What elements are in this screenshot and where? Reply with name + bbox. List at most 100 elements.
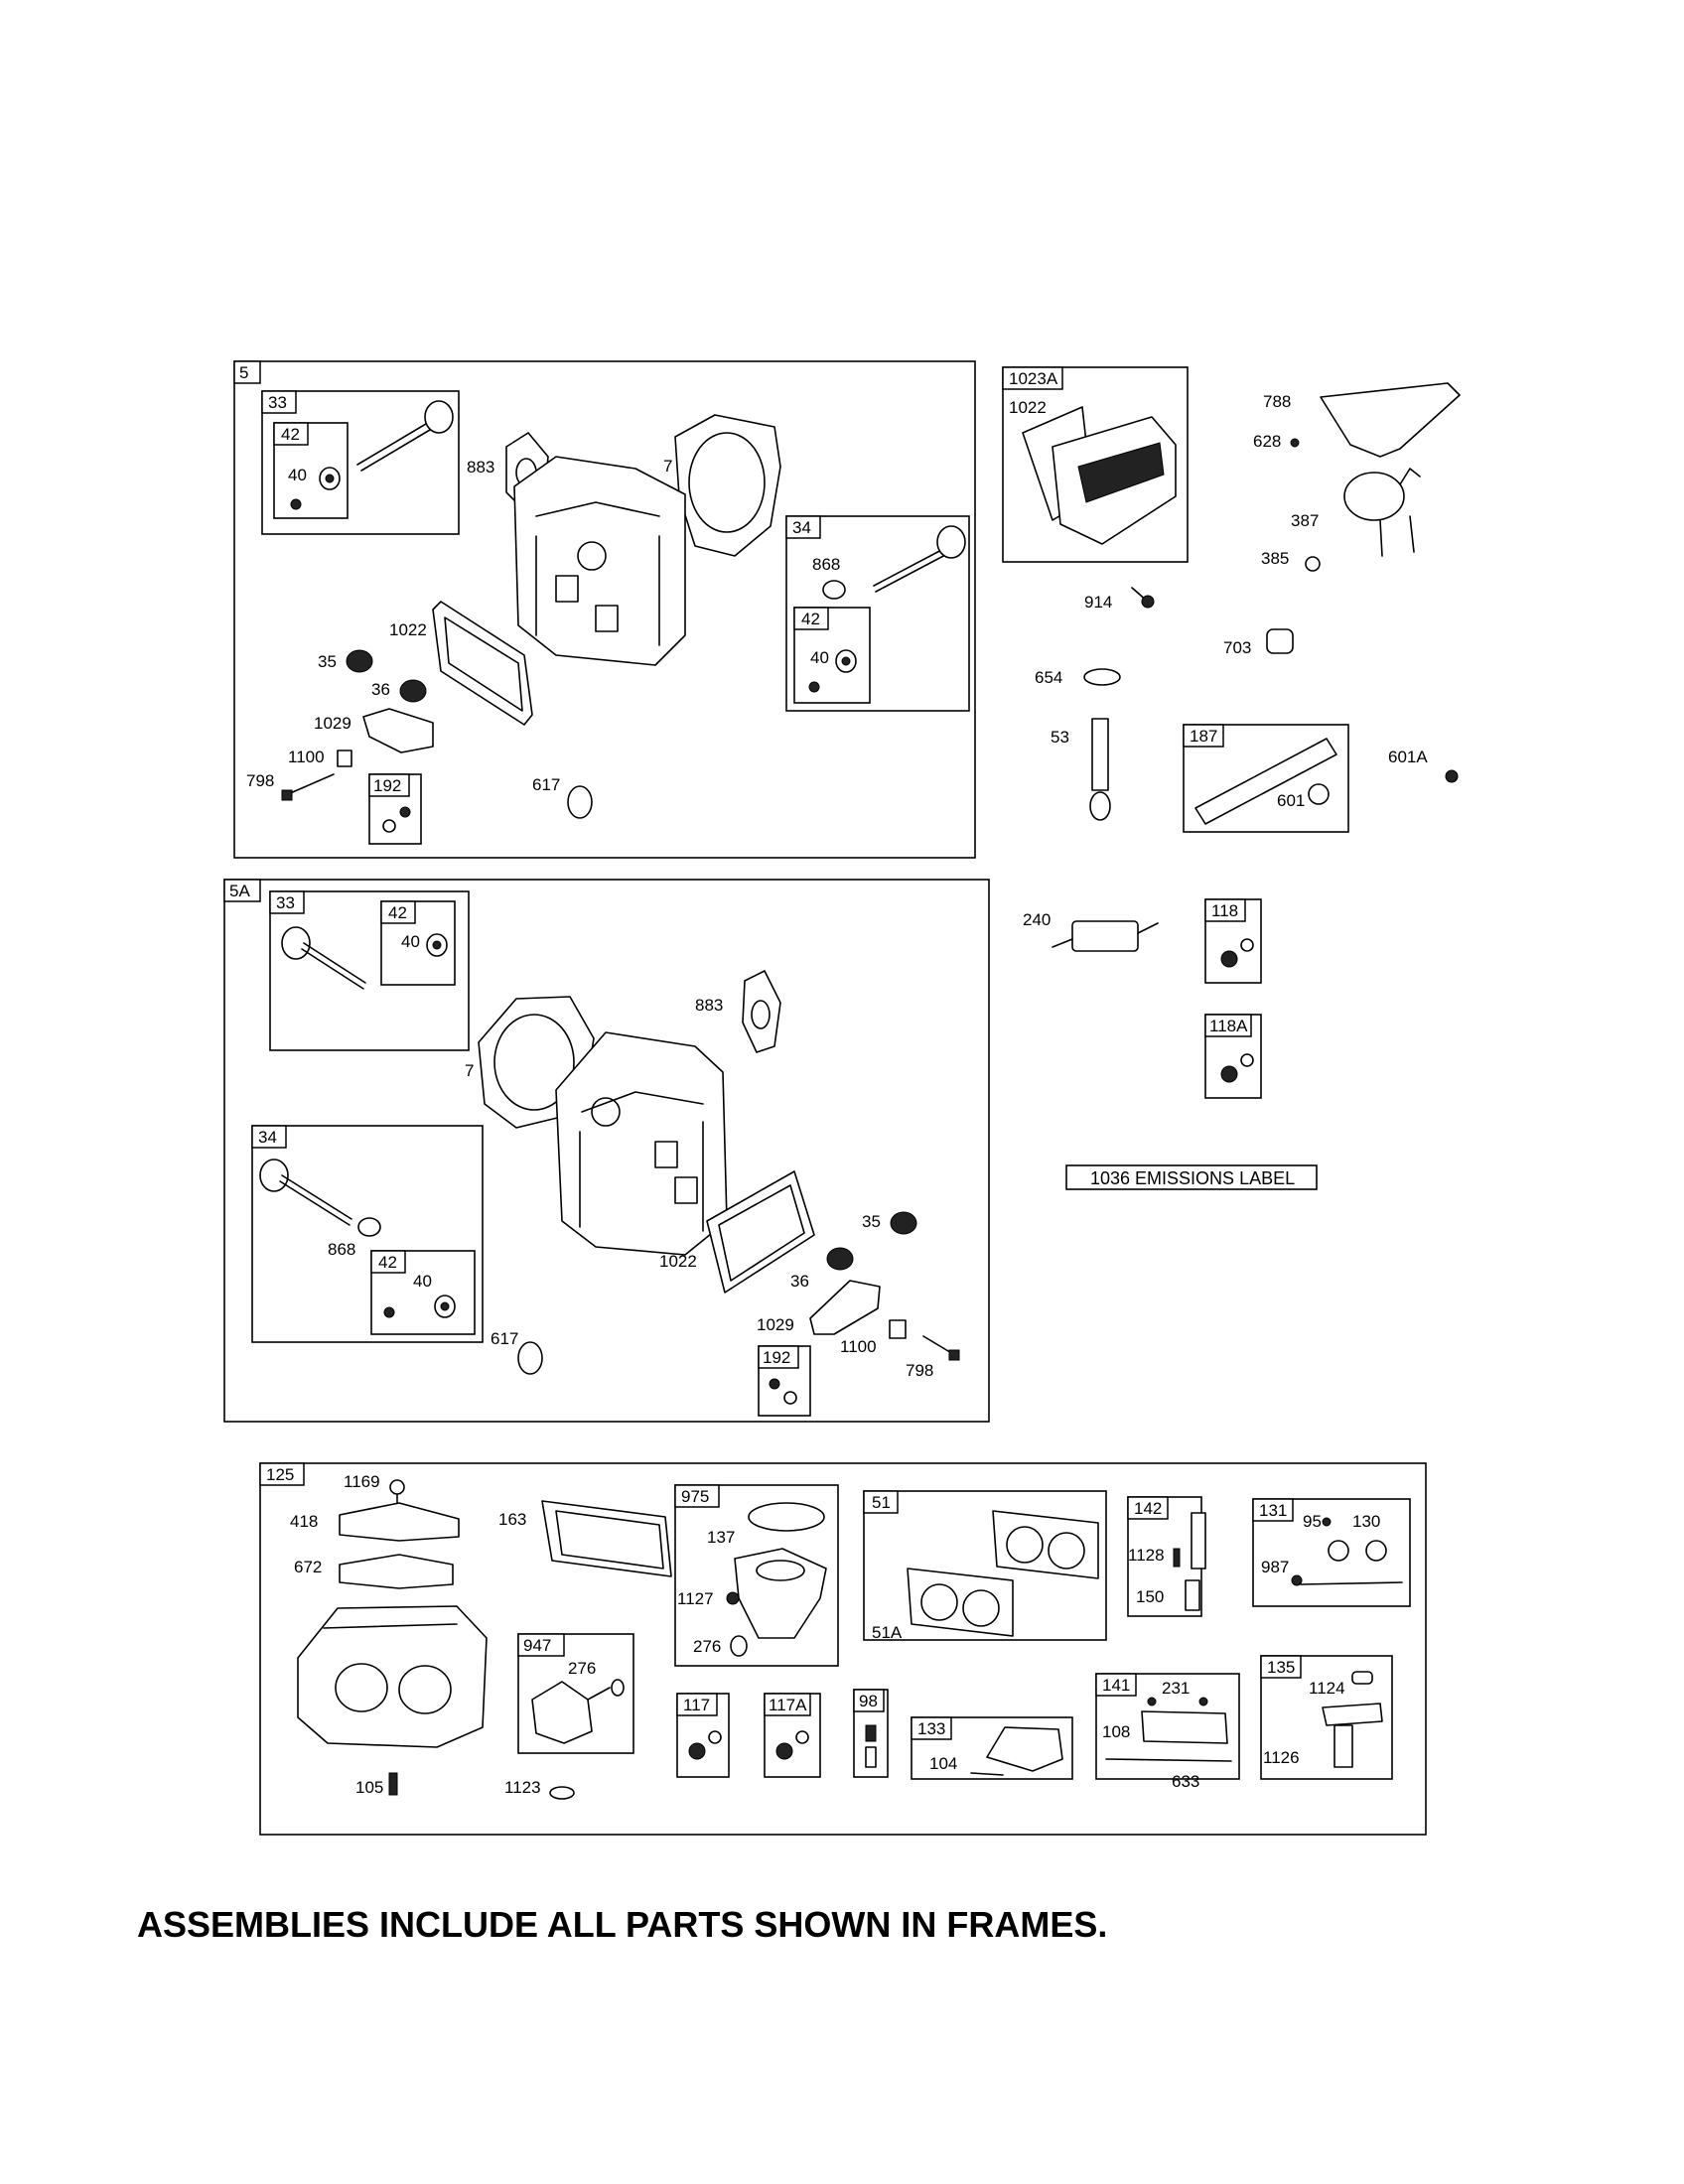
gasket-1022-a: [432, 601, 533, 726]
emissions-label: 1036 EMISSIONS LABEL: [1090, 1168, 1295, 1188]
frame-42-a: [273, 422, 349, 519]
frame-125-tag: 125: [266, 1465, 294, 1484]
label-1100-b: 1100: [840, 1337, 877, 1356]
frame-34-b: [251, 1125, 484, 1343]
frame-33-a-tag: 33: [268, 393, 287, 412]
frame-118A-tag: 118A: [1209, 1017, 1248, 1035]
gasket-883-b: [742, 970, 781, 1053]
frame-192-a-tag: 192: [373, 776, 401, 795]
label-35-a: 35: [318, 652, 337, 671]
label-36-b: 36: [790, 1272, 809, 1291]
frame-34-a: [785, 515, 970, 712]
label-105: 105: [355, 1778, 383, 1797]
frame-192-b-tag: 192: [763, 1348, 790, 1367]
label-276-b: 276: [568, 1659, 596, 1678]
label-163: 163: [498, 1510, 526, 1529]
frame-117A-tag: 117A: [769, 1696, 807, 1714]
gasket-418: [339, 1502, 460, 1542]
gasket-672: [339, 1554, 454, 1589]
label-868-a: 868: [812, 555, 840, 574]
frame-51-tag: 51: [872, 1493, 891, 1512]
frame-42-d: [370, 1250, 476, 1335]
label-914: 914: [1084, 593, 1112, 612]
frame-141-tag: 141: [1102, 1676, 1130, 1695]
part-142: [1191, 1512, 1206, 1570]
label-1022-c: 1022: [659, 1252, 697, 1271]
label-130: 130: [1352, 1512, 1380, 1531]
label-1029-b: 1029: [757, 1315, 794, 1334]
frame-42-d-tag: 42: [378, 1253, 397, 1272]
label-1128: 1128: [1128, 1546, 1165, 1565]
bolt-798-b: [922, 1335, 954, 1355]
cylinder-head-a: [513, 456, 686, 666]
tube-53: [1091, 718, 1109, 791]
label-104: 104: [929, 1754, 957, 1773]
label-628: 628: [1253, 432, 1281, 451]
part-654: [1083, 668, 1121, 686]
assemblies-note: ASSEMBLIES INCLUDE ALL PARTS SHOWN IN FR…: [137, 1904, 1108, 1945]
label-385: 385: [1261, 549, 1289, 568]
frame-975-tag: 975: [681, 1487, 709, 1506]
rocker-arm-1029-b: [809, 1280, 881, 1335]
gasket-51A: [907, 1568, 1014, 1637]
frame-42-c-tag: 42: [388, 903, 407, 922]
label-231: 231: [1162, 1679, 1190, 1698]
frame-133: [911, 1716, 1073, 1780]
label-788: 788: [1263, 392, 1291, 411]
label-703: 703: [1223, 638, 1251, 657]
label-1169: 1169: [344, 1472, 380, 1491]
cylinder-head-b: [555, 1031, 728, 1256]
plate-108: [1141, 1710, 1228, 1744]
label-36-a: 36: [371, 680, 390, 699]
label-418: 418: [290, 1512, 318, 1531]
label-40-b: 40: [810, 648, 829, 667]
valve-33-a: [356, 420, 432, 466]
spring-35-b: [890, 1211, 917, 1235]
frame-1023A-tag: 1023A: [1009, 369, 1058, 388]
fuel-filter-240: [1071, 920, 1139, 952]
clamp-703: [1266, 628, 1294, 654]
label-798-b: 798: [906, 1361, 933, 1380]
label-7-b: 7: [465, 1061, 474, 1080]
label-1126: 1126: [1263, 1748, 1300, 1767]
shaft-987: [1300, 1581, 1403, 1585]
label-1123: 1123: [504, 1778, 541, 1797]
label-51A: 51A: [872, 1623, 903, 1642]
frame-141: [1095, 1673, 1240, 1780]
frame-33-b: [269, 890, 470, 1051]
label-387: 387: [1291, 511, 1319, 530]
label-137: 137: [707, 1528, 735, 1547]
label-601A: 601A: [1388, 748, 1428, 766]
valve-34-a: [873, 547, 946, 587]
fuel-bowl-137: [734, 1548, 827, 1639]
part-133: [986, 1726, 1063, 1772]
rocker-arm-1029-a: [362, 708, 434, 753]
carburetor: [297, 1605, 488, 1748]
label-108: 108: [1102, 1722, 1130, 1741]
label-883-b: 883: [695, 996, 723, 1015]
valve-34-b: [281, 1174, 352, 1220]
label-276-a: 276: [693, 1637, 721, 1656]
label-633: 633: [1172, 1772, 1199, 1791]
frame-947-tag: 947: [523, 1636, 551, 1655]
shaft-633: [1105, 1758, 1232, 1762]
label-654: 654: [1035, 668, 1062, 687]
label-1124: 1124: [1309, 1679, 1345, 1698]
seal-617-b: [517, 1341, 543, 1375]
frame-135: [1260, 1655, 1393, 1780]
label-617-a: 617: [532, 775, 560, 794]
label-150: 150: [1136, 1587, 1164, 1606]
label-987: 987: [1261, 1558, 1289, 1576]
label-1022-b: 1022: [1009, 398, 1047, 417]
label-1029-a: 1029: [314, 714, 351, 733]
frame-125: [259, 1462, 1427, 1836]
fuel-pump-387: [1343, 472, 1405, 521]
spring-35-a: [346, 649, 373, 673]
label-798-a: 798: [246, 771, 274, 790]
frame-118-tag: 118: [1211, 901, 1238, 920]
label-7-a: 7: [663, 457, 672, 476]
emissions-label-box: [1065, 1164, 1318, 1190]
spring-36-b: [826, 1247, 854, 1271]
label-40-d: 40: [413, 1272, 432, 1291]
